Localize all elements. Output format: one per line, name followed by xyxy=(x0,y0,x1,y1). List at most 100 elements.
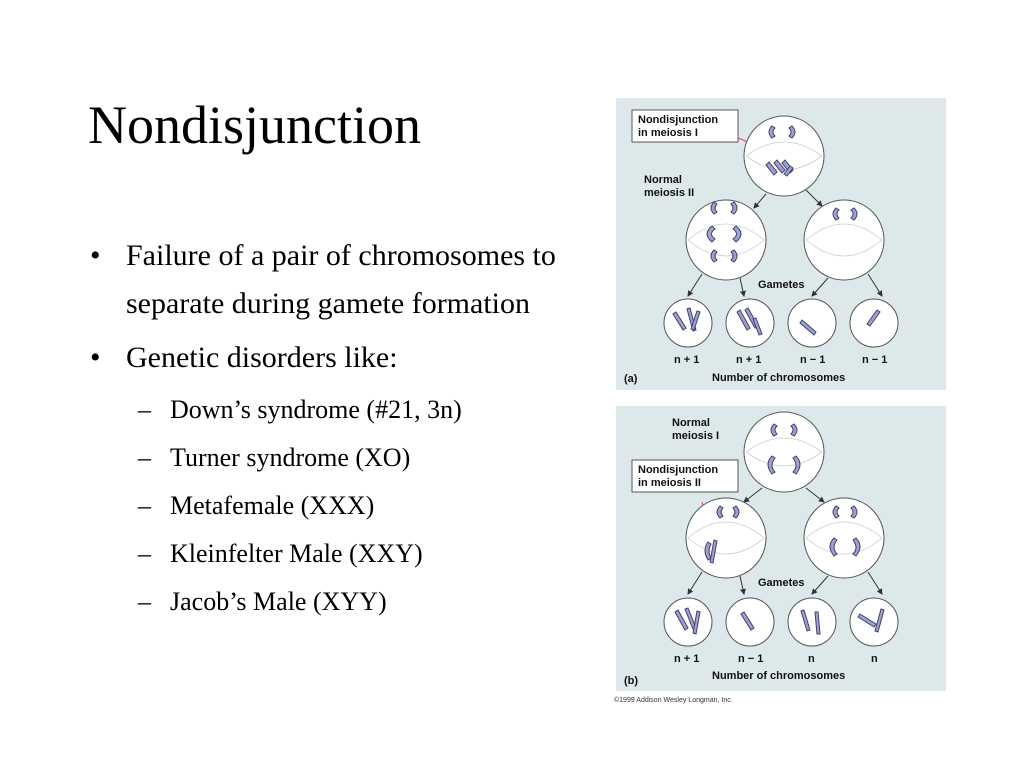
daughter-cell xyxy=(803,199,885,281)
chromosome xyxy=(814,611,821,635)
bullet-item: Failure of a pair of chromosomes to sepa… xyxy=(86,232,586,328)
chromosome-count: n − 1 xyxy=(862,354,887,366)
spindle xyxy=(805,223,883,257)
chromosome xyxy=(773,159,786,174)
spindle xyxy=(687,521,765,555)
panel-label: (a) xyxy=(624,373,638,385)
gamete-cell xyxy=(663,597,713,647)
chromosome xyxy=(783,165,794,177)
daughter-cell xyxy=(685,199,767,281)
chromosome xyxy=(765,161,778,176)
sub-bullet-item: Down’s syndrome (#21, 3n) xyxy=(126,386,586,434)
arrow xyxy=(811,575,829,595)
bullet-list: Failure of a pair of chromosomes to sepa… xyxy=(86,232,586,626)
chromosome xyxy=(874,608,885,633)
callout-text: Nondisjunction xyxy=(638,464,718,476)
callout-text: in meiosis II xyxy=(638,477,701,489)
sub-bullet-list: Down’s syndrome (#21, 3n) Turner syndrom… xyxy=(126,386,586,626)
arrow xyxy=(743,487,763,503)
gamete-cell xyxy=(725,298,775,348)
figure-b-diagram: Normal meiosis I Nondisjunction in meios… xyxy=(624,411,899,687)
callout-box xyxy=(631,109,739,143)
arrow xyxy=(739,277,746,297)
bullet-text: Genetic disorders like: xyxy=(126,341,398,374)
chromosome xyxy=(770,423,778,437)
figure-meiosis-i: Nondisjunction in meiosis I Normal meios… xyxy=(616,98,946,390)
axis-label: Number of chromosomes xyxy=(712,670,845,682)
chromosome-count: n + 1 xyxy=(674,653,699,665)
panel-label: (b) xyxy=(624,675,638,687)
chromosome xyxy=(829,537,838,557)
chromosome-count: n − 1 xyxy=(800,354,825,366)
chromosome xyxy=(674,609,689,631)
chromosome xyxy=(716,505,724,519)
callout-box xyxy=(631,459,739,493)
daughter-cell xyxy=(803,497,885,579)
chromosome xyxy=(710,249,718,263)
gamete-cell xyxy=(849,298,899,348)
gamete-cell xyxy=(787,298,837,348)
parent-cell xyxy=(743,411,825,493)
chromosome xyxy=(672,311,687,331)
gamete-cell xyxy=(663,298,713,348)
arrow xyxy=(805,487,825,503)
parent-cell xyxy=(743,115,825,197)
sub-bullet-item: Kleinfelter Male (XXY) xyxy=(126,530,586,578)
chromosome xyxy=(684,607,697,630)
chromosome xyxy=(866,309,881,327)
chromosome xyxy=(706,225,716,243)
spindle xyxy=(805,521,883,555)
chromosome xyxy=(692,610,701,635)
figure-meiosis-ii: Normal meiosis I Nondisjunction in meios… xyxy=(616,406,946,691)
chromosome xyxy=(690,310,701,331)
gametes-label: Gametes xyxy=(758,279,804,291)
normal-label: Normal xyxy=(672,417,710,429)
gamete-cell xyxy=(849,597,899,647)
chromosome xyxy=(730,249,738,263)
normal-label: meiosis I xyxy=(672,430,719,442)
chromosome xyxy=(752,317,763,336)
chromosome xyxy=(732,225,742,243)
chromosome xyxy=(740,611,755,631)
arrow xyxy=(753,193,767,209)
gamete-cell xyxy=(787,597,837,647)
callout-text: in meiosis I xyxy=(638,127,698,139)
chromosome xyxy=(710,201,718,215)
chromosome xyxy=(767,455,776,475)
chromosome xyxy=(832,207,840,221)
chromosome xyxy=(790,423,798,437)
chromosome-count: n xyxy=(808,653,815,665)
sub-bullet-item: Turner syndrome (XO) xyxy=(126,434,586,482)
figure-a-diagram: Nondisjunction in meiosis I Normal meios… xyxy=(624,109,899,385)
normal-label: Normal xyxy=(644,174,682,186)
chromosome xyxy=(832,505,840,519)
chromosome xyxy=(730,201,738,215)
chromosome-count: n xyxy=(871,653,878,665)
chromosome xyxy=(852,537,861,557)
arrow xyxy=(811,277,829,297)
arrow xyxy=(867,571,883,595)
chromosome xyxy=(850,207,858,221)
chromosome-count: n + 1 xyxy=(674,354,699,366)
slide-title: Nondisjunction xyxy=(88,95,421,155)
arrow xyxy=(687,571,703,595)
arrow xyxy=(739,575,746,595)
chromosome xyxy=(799,319,817,336)
chromosome xyxy=(732,505,740,519)
sub-bullet-item: Jacob’s Male (XYY) xyxy=(126,578,586,626)
chromosome xyxy=(800,609,811,632)
normal-label: meiosis II xyxy=(644,187,694,199)
copyright-notice: ©1999 Addison Wesley Longman, Inc. xyxy=(614,697,733,704)
chromosome-count: n + 1 xyxy=(736,354,761,366)
chromosome xyxy=(788,125,796,139)
chromosome xyxy=(736,309,751,331)
chromosome xyxy=(768,125,776,139)
sub-bullet-item: Metafemale (XXX) xyxy=(126,482,586,530)
chromosome xyxy=(709,539,718,564)
arrow xyxy=(687,273,703,297)
chromosome xyxy=(857,613,877,628)
chromosome xyxy=(850,505,858,519)
daughter-cell xyxy=(685,497,767,579)
callout-text: Nondisjunction xyxy=(638,114,718,126)
gametes-label: Gametes xyxy=(758,577,804,589)
